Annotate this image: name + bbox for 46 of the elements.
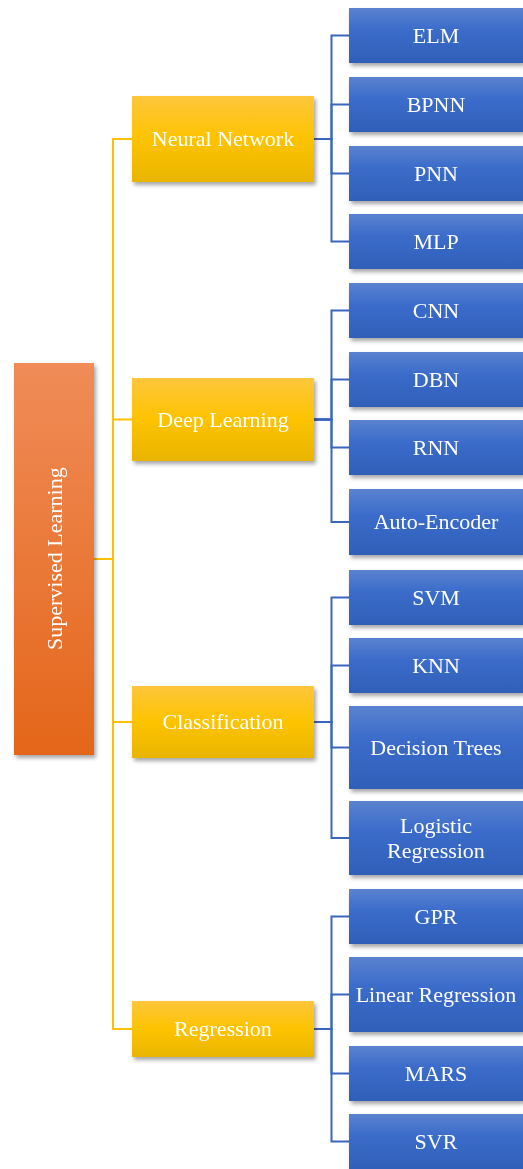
node-label: PNN xyxy=(413,160,459,187)
node-label: MLP xyxy=(412,228,460,255)
node-label: BPNN xyxy=(405,91,467,118)
method-box xyxy=(349,146,523,201)
node-label: GPR xyxy=(413,903,459,930)
root-box xyxy=(14,363,94,755)
method-box xyxy=(349,352,523,407)
category-box xyxy=(132,378,314,461)
method-box xyxy=(349,1046,523,1101)
node-label: Classification xyxy=(161,709,285,735)
category-box xyxy=(132,96,314,182)
node-label: ELM xyxy=(411,22,461,49)
method-box xyxy=(349,1114,523,1169)
node-label: Neural Network xyxy=(150,126,296,152)
method-box xyxy=(349,638,523,693)
method-box xyxy=(349,889,523,944)
method-box xyxy=(349,706,523,789)
method-box xyxy=(349,283,523,338)
category-box xyxy=(132,686,314,758)
connector-line xyxy=(313,721,350,839)
node-label: SVM xyxy=(411,584,461,611)
method-box xyxy=(349,77,523,132)
connector-line xyxy=(313,138,350,243)
connector-line xyxy=(313,418,350,523)
method-box xyxy=(349,801,523,875)
node-label: SVR xyxy=(413,1128,459,1155)
node-label: Logistic Regression xyxy=(386,812,486,864)
node-label: Supervised Learning xyxy=(41,466,67,653)
connector-line xyxy=(313,1028,350,1143)
category-box xyxy=(132,1001,314,1057)
method-box xyxy=(349,489,523,555)
node-label: Linear Regression xyxy=(354,981,518,1008)
method-box xyxy=(349,8,523,63)
method-box xyxy=(349,420,523,475)
node-label: Auto-Encoder xyxy=(372,509,500,535)
method-box xyxy=(349,957,523,1032)
node-label: MARS xyxy=(403,1060,469,1087)
node-label: Regression xyxy=(173,1016,273,1042)
method-box xyxy=(349,570,523,625)
node-label: DBN xyxy=(411,366,461,393)
node-label: CNN xyxy=(411,297,461,324)
node-label: Decision Trees xyxy=(369,734,503,761)
node-label: Deep Learning xyxy=(156,406,290,433)
node-label: KNN xyxy=(411,652,461,679)
method-box xyxy=(349,214,523,269)
node-label: RNN xyxy=(411,434,461,461)
